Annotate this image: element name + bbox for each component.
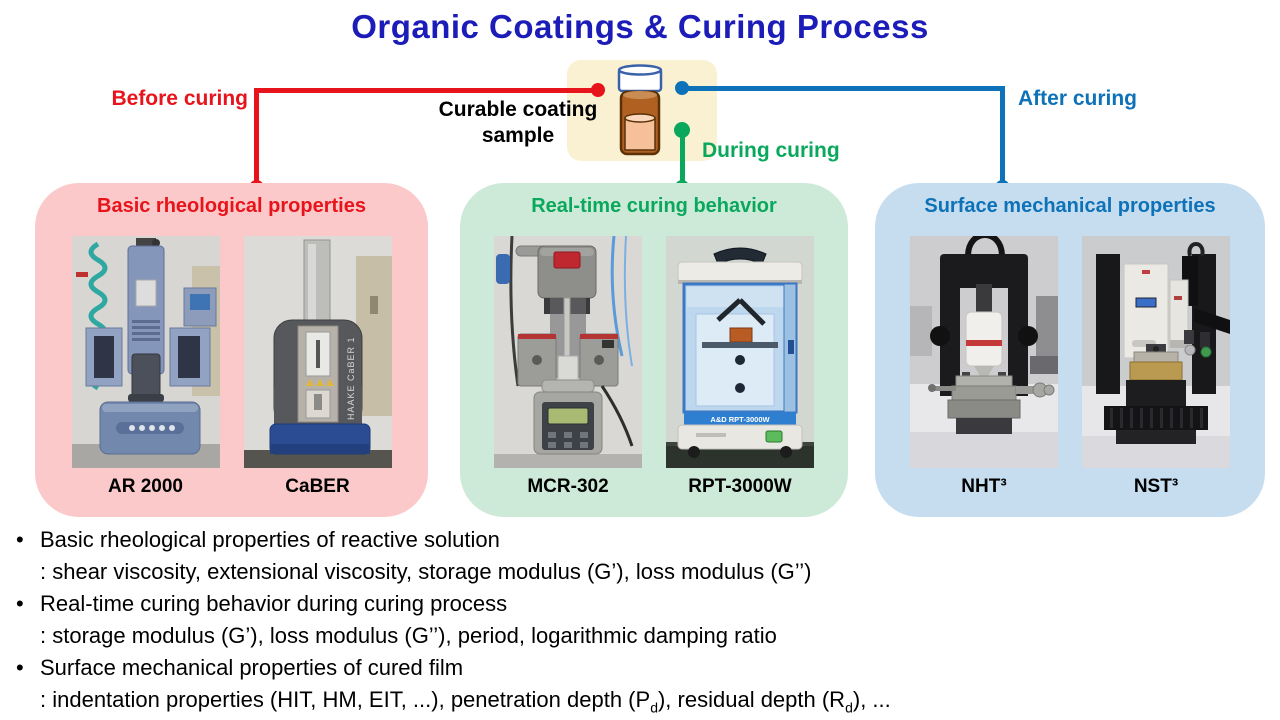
detail-text: ), residual depth (R xyxy=(657,687,846,712)
scratch-tester-body xyxy=(1096,242,1230,444)
after-curing-label: After curing xyxy=(1018,87,1138,110)
brass-stage xyxy=(1129,361,1183,381)
instrument-label-ar2000: AR 2000 xyxy=(108,476,183,497)
rheometer-body xyxy=(85,238,216,455)
panel-surface-mechanical: Surface mechanical properties xyxy=(875,183,1265,517)
coating-vial-icon xyxy=(617,64,663,156)
panel-basic-rheological: Basic rheological properties xyxy=(35,183,428,517)
subscript-d: d xyxy=(650,699,658,716)
cable-loop xyxy=(965,236,1005,257)
before-connector-vertical xyxy=(254,88,259,189)
microscope-arm xyxy=(1194,308,1230,334)
panel-title: Basic rheological properties xyxy=(97,195,366,217)
panel-realtime-curing: Real-time curing behavior xyxy=(460,183,848,517)
label-row: MCR-302 RPT-3000W xyxy=(460,476,848,498)
during-connector-start-dot xyxy=(674,122,690,138)
photo-row xyxy=(875,236,1265,468)
bullet-detail: : storage modulus (G’), loss modulus (G’… xyxy=(40,623,777,648)
summary-bullet-list: • Basic rheological properties of reacti… xyxy=(16,524,1268,716)
photo-nht3 xyxy=(910,236,1058,468)
bullet-marker: • xyxy=(16,591,24,616)
caber-body: HAAKE CaBER 1 xyxy=(269,239,370,455)
label-row: AR 2000 CaBER xyxy=(35,476,428,498)
bullet-heading: Real-time curing behavior during curing … xyxy=(40,591,508,616)
after-connector-start-dot xyxy=(675,81,689,95)
after-connector-vertical xyxy=(1000,86,1005,189)
bullet-marker: • xyxy=(16,527,24,552)
photo-row: A&D RPT-3000W xyxy=(460,236,848,468)
photo-nst3 xyxy=(1082,236,1230,468)
instrument-label-nst3: NST³ xyxy=(1133,476,1179,497)
after-connector-horizontal xyxy=(686,86,1005,91)
bullet-heading: Surface mechanical properties of cured f… xyxy=(40,655,464,680)
bullet-detail: : indentation properties (HIT, HM, EIT, … xyxy=(40,684,1268,716)
rpt-band-label: A&D RPT-3000W xyxy=(710,415,770,424)
photo-ar-2000 xyxy=(71,236,220,468)
rheometer-body xyxy=(517,245,634,455)
panel-title: Real-time curing behavior xyxy=(531,195,777,217)
panel-title: Surface mechanical properties xyxy=(924,195,1216,217)
page-title: Organic Coatings & Curing Process xyxy=(351,8,929,45)
bullet-item-realtime-curing: • Real-time curing behavior during curin… xyxy=(16,588,1268,652)
during-connector-vertical xyxy=(680,130,685,188)
tester-body: A&D RPT-3000W xyxy=(677,247,803,458)
photo-mcr-302 xyxy=(494,236,642,468)
photo-caber: HAAKE CaBER 1 xyxy=(243,236,392,468)
photo-rpt-3000w: A&D RPT-3000W xyxy=(666,236,814,468)
instrument-label-mcr302: MCR-302 xyxy=(527,476,609,497)
before-connector-horizontal xyxy=(256,88,598,93)
before-connector-start-dot xyxy=(591,83,605,97)
instrument-label-nht3: NHT³ xyxy=(961,476,1007,497)
during-curing-label: During curing xyxy=(702,139,840,162)
indenter-body xyxy=(928,236,1055,434)
detail-text: ), ... xyxy=(852,687,891,712)
objective-lens xyxy=(1200,346,1212,358)
bullet-detail: : shear viscosity, extensional viscosity… xyxy=(40,559,812,584)
bullet-item-basic-rheological: • Basic rheological properties of reacti… xyxy=(16,524,1268,588)
bullet-heading: Basic rheological properties of reactive… xyxy=(40,527,500,552)
before-curing-label: Before curing xyxy=(111,87,248,110)
bullet-marker: • xyxy=(16,655,24,680)
subscript-d: d xyxy=(845,699,853,716)
bullet-item-surface-mechanical: • Surface mechanical properties of cured… xyxy=(16,652,1268,716)
sample-label: Curable coating sample xyxy=(438,98,598,147)
instrument-label-caber: CaBER xyxy=(285,476,350,497)
photo-row: HAAKE CaBER 1 xyxy=(35,236,428,468)
label-row: NHT³ NST³ xyxy=(875,476,1265,498)
caber-side-label: HAAKE CaBER 1 xyxy=(346,336,356,420)
detail-text: : indentation properties (HIT, HM, EIT, … xyxy=(40,687,651,712)
instrument-label-rpt3000w: RPT-3000W xyxy=(688,476,792,497)
